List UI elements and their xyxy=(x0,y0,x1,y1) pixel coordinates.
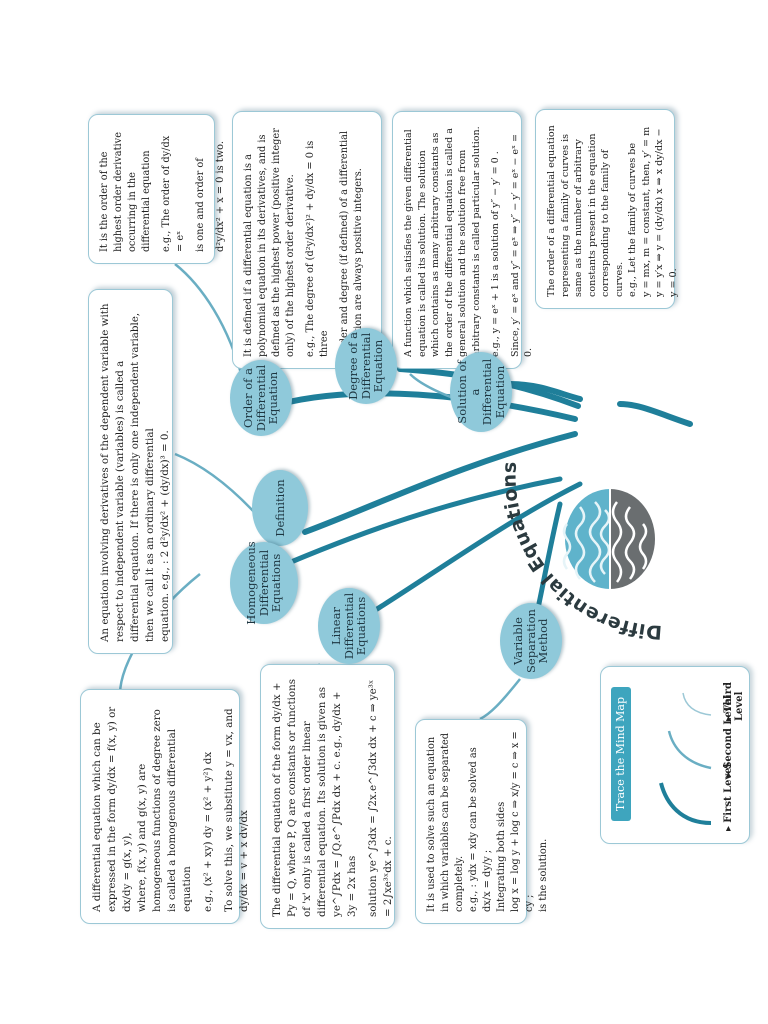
solution-box: A function which satisfies the given dif… xyxy=(392,111,522,369)
main-title: Differential Equations xyxy=(500,384,720,684)
linear-box: The differential equation of the form dy… xyxy=(260,664,395,929)
family-box: The order of a differential equation rep… xyxy=(535,109,675,309)
homogeneous-box: A differential equation which can be exp… xyxy=(80,689,240,924)
variable-box: It is used to solve such an equation in … xyxy=(415,719,527,924)
connector-variable xyxy=(480,679,520,719)
svg-text:Differential Equations: Differential Equations xyxy=(500,461,663,644)
legend-box: Trace the Mind Map ▸ First Level ▸ Secon… xyxy=(600,666,750,844)
bubble-definition[interactable]: Definition xyxy=(252,470,308,546)
legend-third-level: ▸ Third Level xyxy=(723,667,745,721)
definition-box: An equation involving derivatives of the… xyxy=(88,289,173,654)
order-box: It is the order of the highest order der… xyxy=(88,114,215,264)
